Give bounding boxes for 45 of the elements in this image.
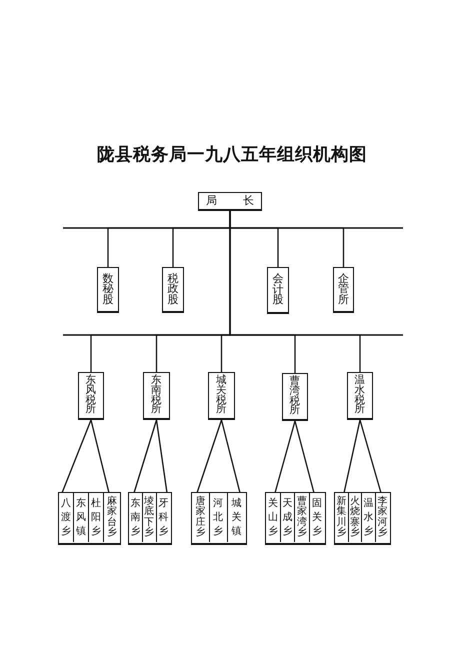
township-cell: 河北乡 <box>210 493 228 542</box>
tax-office-box: 东风税所 <box>78 372 104 420</box>
connector-line <box>220 420 241 494</box>
township-cell: 关山乡 <box>266 493 281 542</box>
diagram-title: 陇县税务局一九八五年组织机构图 <box>97 144 367 166</box>
township-cell: 麻家台乡 <box>104 493 120 542</box>
township-group-box <box>58 492 121 545</box>
township-group-box <box>334 492 391 545</box>
township-group-box <box>128 492 172 545</box>
township-group-box <box>191 492 247 545</box>
department-box: 税政股 <box>162 267 184 313</box>
township-cell: 曹家湾乡 <box>295 493 310 542</box>
township-cell: 堎底下乡 <box>142 493 157 542</box>
connector-line <box>343 420 361 494</box>
connector-line <box>196 420 222 494</box>
department-box: 会计股 <box>267 267 289 314</box>
township-cell: 火烧寨乡 <box>348 493 362 542</box>
township-cell: 八渡乡 <box>59 493 74 542</box>
tax-office-box: 城关税所 <box>208 372 235 420</box>
township-cell: 东南乡 <box>129 493 143 542</box>
connector-line <box>133 420 158 494</box>
tax-office-box: 曹湾税所 <box>282 373 308 421</box>
township-cell: 天成乡 <box>280 493 296 542</box>
township-cell: 唐家庄乡 <box>192 493 210 542</box>
connector-line <box>359 420 382 494</box>
tax-office-box: 东南税所 <box>143 372 170 420</box>
connector-line <box>294 420 315 494</box>
township-cell: 李家河乡 <box>376 493 390 542</box>
township-cell: 东风镇 <box>74 493 90 542</box>
township-cell: 温水乡 <box>362 493 376 542</box>
connector-line <box>61 420 92 494</box>
connector-line <box>156 420 168 494</box>
connector-line <box>229 211 361 372</box>
director-box: 局长 <box>198 192 262 211</box>
department-box: 数秘股 <box>97 267 119 313</box>
township-cell: 杜阳乡 <box>89 493 104 542</box>
department-box: 企管所 <box>333 267 354 313</box>
township-group-box <box>265 492 326 545</box>
township-cell: 牙科乡 <box>156 493 170 542</box>
township-cell: 城关镇 <box>228 493 246 542</box>
township-cell: 新集川乡 <box>335 493 349 542</box>
connector-line <box>90 420 110 494</box>
connector-line <box>274 420 296 494</box>
tax-office-box: 温水税所 <box>347 372 373 420</box>
township-cell: 固关乡 <box>310 493 324 542</box>
